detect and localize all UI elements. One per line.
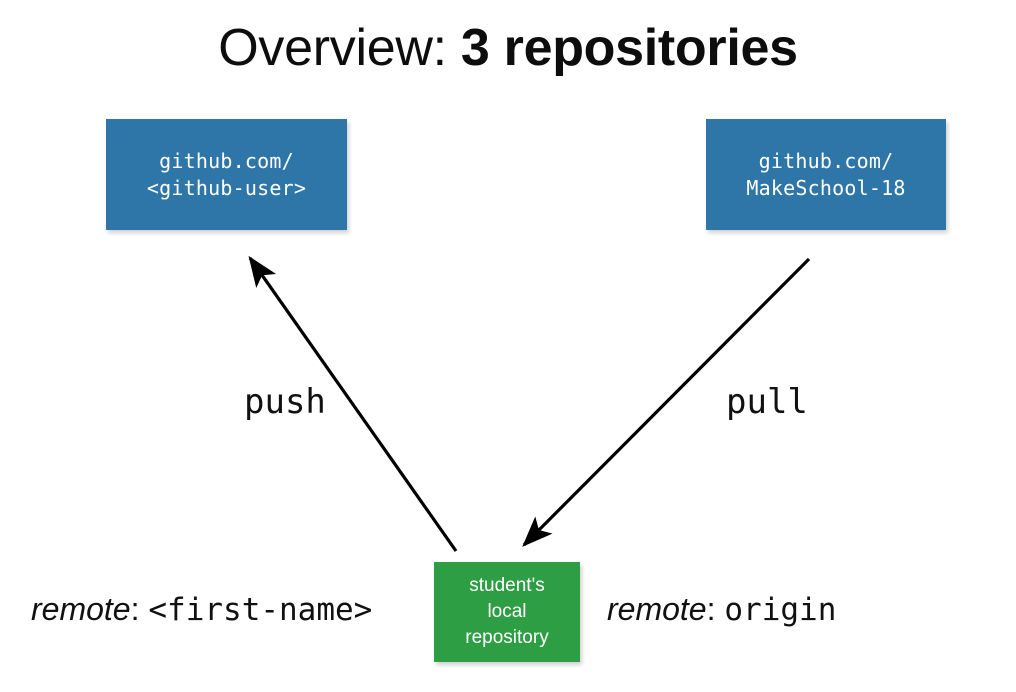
pull-arrow-label: pull: [726, 382, 808, 422]
page-title: Overview: 3 repositories: [0, 17, 1016, 79]
repo-box-makeschool-line2: MakeSchool-18: [746, 175, 906, 200]
repo-box-makeschool[interactable]: github.com/ MakeSchool-18: [706, 119, 946, 230]
remote-caption-left-colon: :: [130, 591, 149, 627]
remote-caption-left: remote: <first-name>: [31, 588, 372, 631]
remote-caption-right-word: remote: [607, 591, 707, 627]
repo-box-local-line2: local: [487, 601, 527, 622]
page-title-emphasis: 3 repositories: [460, 19, 798, 77]
remote-caption-right: remote: origin: [607, 588, 836, 631]
remote-caption-right-colon: :: [706, 591, 725, 627]
page-title-prefix: Overview:: [218, 19, 461, 77]
repo-box-makeschool-line1: github.com/: [758, 148, 894, 173]
repo-box-local-repository[interactable]: student's local repository: [434, 562, 580, 662]
remote-caption-left-value: <first-name>: [148, 592, 373, 628]
repo-box-github-user[interactable]: github.com/ <github-user>: [106, 119, 347, 230]
repo-box-local-line3: repository: [465, 627, 549, 648]
repo-box-local-line1: student's: [469, 575, 545, 596]
remote-caption-right-value: origin: [724, 592, 837, 628]
remote-caption-left-word: remote: [31, 591, 131, 627]
push-arrow-label: push: [244, 382, 326, 422]
repo-box-github-user-line2: <github-user>: [146, 175, 307, 200]
repo-box-github-user-line1: github.com/: [159, 148, 294, 173]
